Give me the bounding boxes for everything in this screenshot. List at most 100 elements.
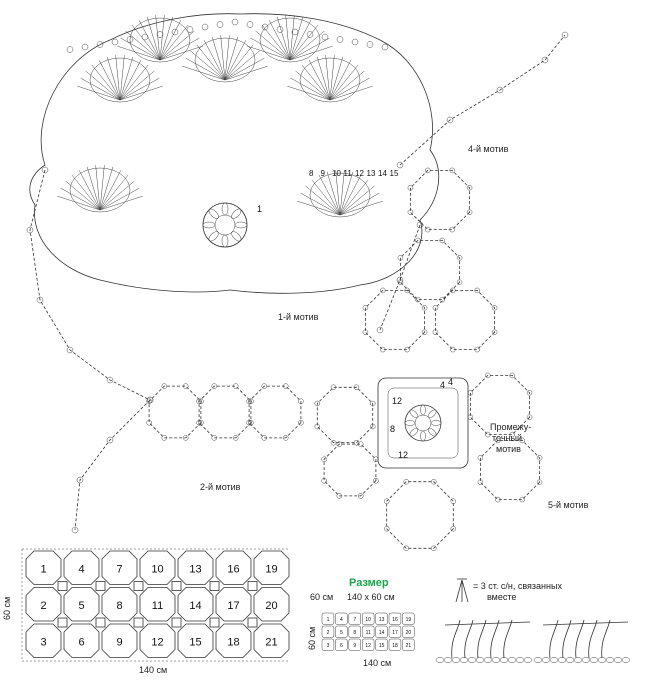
round-number: 4 — [440, 380, 445, 390]
round-number: 8 — [390, 424, 395, 434]
round-number: 4 — [448, 377, 453, 387]
small-plan-cell-number: 7 — [353, 617, 356, 623]
round-number: 13 — [367, 169, 376, 178]
small-plan-cell-number: 20 — [406, 630, 412, 636]
plan-cell — [215, 587, 252, 622]
plan-connector — [95, 581, 106, 591]
small-plan-cell-number: 15 — [379, 643, 385, 649]
plan-cell-number: 12 — [151, 636, 163, 648]
small-plan-cell-number: 14 — [379, 630, 385, 636]
small-plan-cell-number: 13 — [379, 617, 385, 623]
round-number: 10 — [332, 169, 341, 178]
plan-cell-number: 16 — [227, 563, 239, 575]
legend-line-2: вместе — [487, 592, 516, 602]
small-plan-cell — [361, 612, 375, 625]
small-plan-cell — [388, 625, 402, 638]
chain-rings — [146, 167, 543, 552]
plan-cell-number: 14 — [189, 600, 201, 612]
small-plan-cell — [348, 612, 361, 625]
plan-cell-number: 13 — [189, 563, 201, 575]
plan-cell — [177, 623, 214, 658]
plan-cell-number: 10 — [151, 563, 163, 575]
round-number: 1 — [257, 204, 262, 214]
plan-cell — [139, 623, 176, 658]
plan-cell — [25, 550, 62, 585]
plan-cell — [177, 550, 214, 585]
small-plan-cell — [402, 638, 415, 651]
small-plan-cell — [375, 625, 388, 638]
plan-connector — [133, 581, 144, 591]
plan-connector — [57, 617, 68, 628]
small-plan-cell — [321, 638, 335, 651]
plan-cell-number: 21 — [265, 636, 277, 648]
plan-cell-number: 19 — [265, 563, 277, 575]
chain-links — [26, 31, 569, 534]
small-plan-cell — [335, 612, 348, 625]
plan-cell — [215, 550, 252, 585]
plan-cell — [101, 550, 138, 585]
plan-cell-number: 4 — [78, 563, 84, 575]
small-plan-cell — [348, 638, 361, 651]
small-plan-cell-number: 1 — [327, 617, 330, 623]
small-plan-cell — [321, 612, 335, 625]
plan-cell — [101, 587, 138, 622]
plan-cell-number: 18 — [227, 636, 239, 648]
plan-cell-number: 7 — [116, 563, 122, 575]
small-plan-cell-number: 19 — [406, 617, 412, 623]
small-plan-cell-number: 21 — [406, 643, 412, 649]
plan-connector — [133, 617, 144, 628]
small-plan-cell-number: 10 — [365, 617, 371, 623]
intermediate-label-line3: мотив — [496, 444, 521, 454]
intermediate-label-line1: Промежу- — [490, 422, 531, 432]
plan-cell-number: 2 — [40, 600, 46, 612]
motif-4-label: 4-й мотив — [468, 144, 509, 154]
plan-cell-number: 5 — [78, 600, 84, 612]
plan-cell — [139, 550, 176, 585]
small-plan-cell — [321, 625, 335, 638]
small-plan-cell — [361, 625, 375, 638]
small-plan-cell-number: 12 — [365, 643, 371, 649]
small-plan-width-label: 140 см — [363, 658, 391, 668]
small-plan-cell — [348, 625, 361, 638]
plan-cell — [63, 587, 100, 622]
small-plan-cell — [375, 638, 388, 651]
round-number: 15 — [390, 169, 399, 178]
plan-cell — [25, 587, 62, 622]
motif-2-label: 2-й мотив — [200, 482, 241, 492]
plan-cell — [253, 587, 290, 622]
plan-cell — [63, 623, 100, 658]
legend: = 3 ст. с/н, связанных вместе — [435, 578, 631, 663]
plan-width-label: 140 см — [139, 665, 167, 675]
small-plan-cell — [402, 625, 415, 638]
plan-connector — [57, 581, 68, 591]
small-plan-cell-number: 17 — [392, 630, 398, 636]
round-number: 11 — [344, 169, 353, 178]
plan-cell — [177, 587, 214, 622]
small-plan-cell-number: 9 — [353, 643, 356, 649]
small-plan-cell-number: 18 — [392, 643, 398, 649]
plan-cell-number: 3 — [40, 636, 46, 648]
small-plan-cell-number: 5 — [340, 630, 343, 636]
plan-connector — [171, 581, 182, 591]
plan-cell — [25, 623, 62, 658]
plan-connector — [95, 617, 106, 628]
plan-connector — [171, 617, 182, 628]
plan-cell-number: 15 — [189, 636, 201, 648]
size-side-label: 60 см — [310, 592, 333, 602]
plan-cell — [63, 550, 100, 585]
round-number: 8 — [309, 169, 314, 178]
plan-connector — [247, 617, 258, 628]
plan-connector — [247, 581, 258, 591]
round-number: 9 — [321, 169, 326, 178]
plan-connector — [209, 617, 220, 628]
small-plan-height-label: 60 см — [307, 627, 317, 650]
small-plan-cell — [335, 638, 348, 651]
motif-1-label: 1-й мотив — [278, 312, 319, 322]
legend-line-1: = 3 ст. с/н, связанных — [473, 581, 562, 591]
small-plan-cell — [388, 612, 402, 625]
plan-cell-number: 6 — [78, 636, 84, 648]
